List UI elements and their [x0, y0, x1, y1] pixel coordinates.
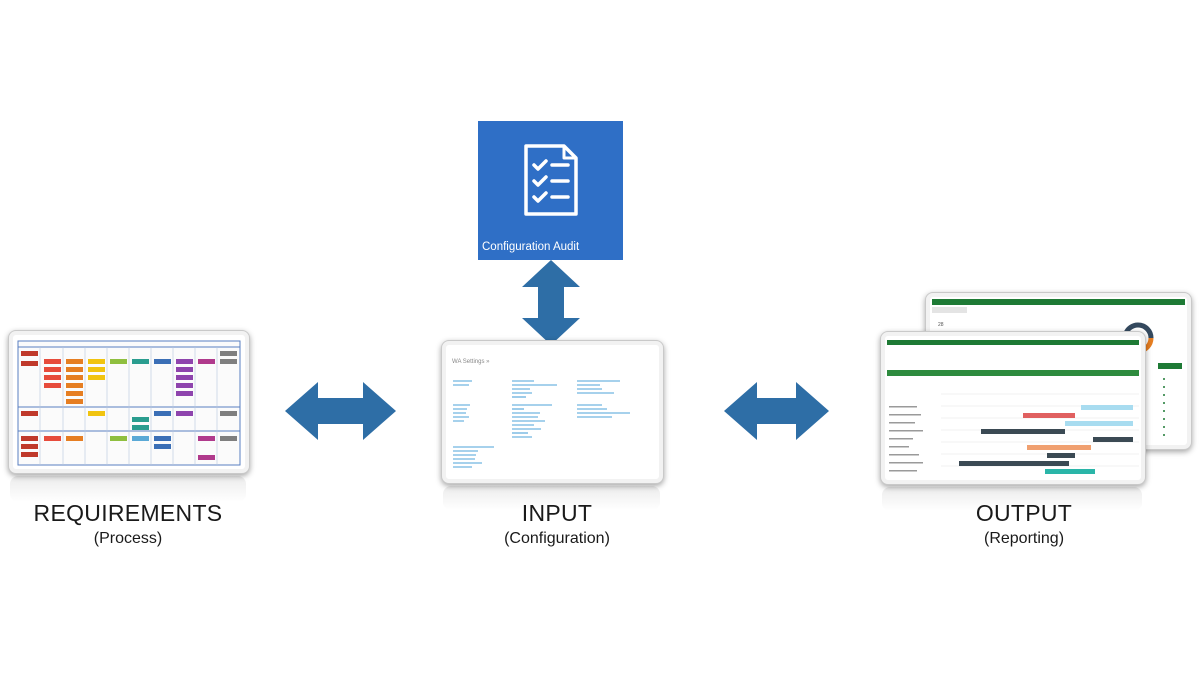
- output-title: OUTPUT: [975, 500, 1073, 526]
- input-subtitle: (Configuration): [504, 530, 610, 547]
- vertical-double-arrow: [522, 260, 580, 345]
- checklist-icon: [524, 144, 578, 216]
- requirements-process-board[interactable]: [8, 330, 250, 474]
- gantt-report-thumbnail: [887, 340, 1139, 474]
- settings-link-lists: [453, 380, 630, 468]
- left-double-arrow: [285, 382, 396, 440]
- requirements-title: REQUIREMENTS: [33, 500, 223, 526]
- input-title: INPUT: [521, 500, 593, 526]
- project-count-value: 28: [938, 322, 944, 328]
- settings-title: WA Settings »: [452, 359, 490, 365]
- requirements-subtitle: (Process): [93, 530, 163, 547]
- configuration-audit-tile[interactable]: Configuration Audit: [478, 121, 623, 260]
- right-double-arrow: [724, 382, 829, 440]
- configuration-audit-label: Configuration Audit: [482, 241, 580, 253]
- output-subtitle: (Reporting): [983, 530, 1065, 547]
- output-report-front[interactable]: [880, 331, 1146, 485]
- process-board-thumbnail: [17, 340, 241, 466]
- input-configuration-settings[interactable]: WA Settings »: [441, 340, 664, 484]
